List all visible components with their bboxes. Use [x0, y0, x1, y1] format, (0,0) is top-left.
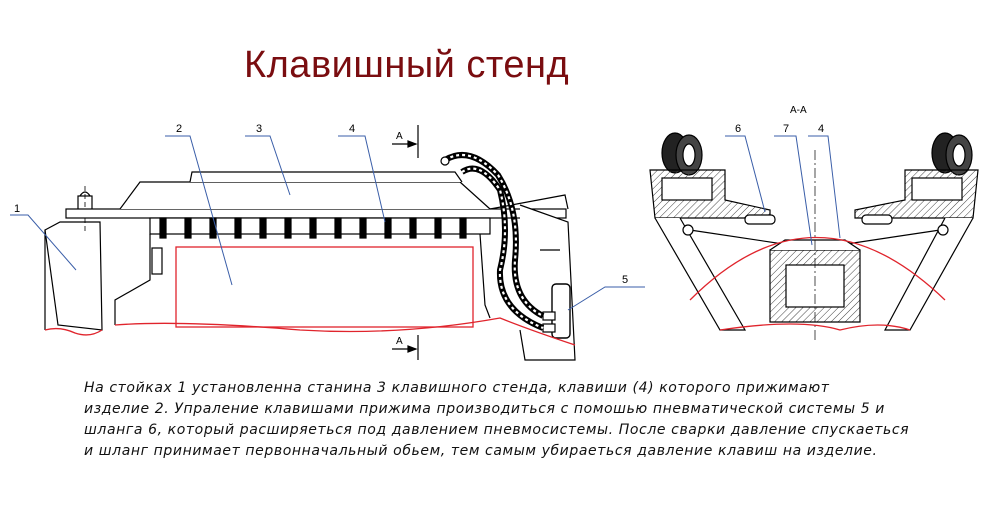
callout-3: 3 — [256, 123, 262, 135]
support-leg — [44, 221, 103, 331]
product-outline — [44, 246, 576, 346]
description-line: и шланг принимает первонначальный обьем,… — [84, 443, 878, 459]
section-leaders — [725, 135, 841, 246]
callout-1: 1 — [14, 203, 20, 215]
callout-6: 6 — [735, 123, 741, 135]
page-title: Клавишный стенд — [244, 44, 570, 86]
description-line: шланга 6, который расширяеться под давле… — [84, 422, 910, 438]
description: На стойках 1 установленна станина 3 клав… — [84, 378, 964, 462]
section-label: А-А — [790, 105, 807, 116]
callout-4-section: 4 — [818, 123, 824, 135]
section-view — [649, 132, 979, 340]
product-arc — [689, 236, 946, 331]
technical-drawing: 1 2 3 4 5 А А А-А 6 7 4 — [10, 105, 979, 361]
callout-4: 4 — [349, 123, 355, 135]
frame-bar — [65, 208, 567, 219]
callout-leaders — [10, 135, 645, 311]
section-marker-top: А — [396, 131, 403, 142]
callout-2: 2 — [176, 123, 182, 135]
front-view — [44, 125, 576, 361]
callout-5: 5 — [622, 274, 628, 286]
callout-7: 7 — [783, 123, 789, 135]
pneumatic-cylinder — [551, 283, 571, 339]
description-line: изделие 2. Упраление клавишами прижима п… — [84, 401, 885, 417]
section-marker-bottom: А — [396, 336, 403, 347]
description-line: На стойках 1 установленна станина 3 клав… — [84, 380, 830, 396]
